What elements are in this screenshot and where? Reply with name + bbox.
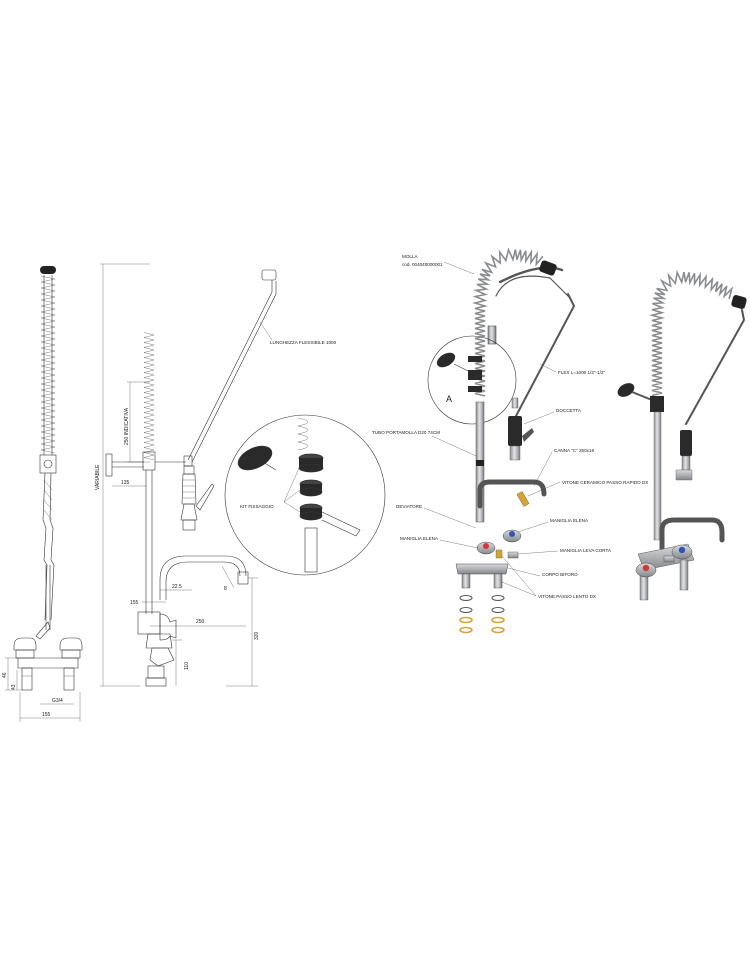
front-spout-tip (237, 571, 249, 585)
front-spring-cap (261, 269, 277, 281)
front-wall-bracket (105, 453, 113, 477)
front-dim-22-5: 22.5 (172, 584, 182, 590)
exploded-handle-cold (502, 529, 522, 543)
front-dim-155: 155 (130, 600, 139, 606)
exploded-view: MOLLA cod. 004040000001 FLEX L=1000 1/2"… (372, 247, 648, 634)
assembled-view (617, 269, 747, 601)
exploded-label-molla-code: cod. 004040000001 (402, 262, 443, 267)
side-spring (40, 275, 56, 454)
front-label-kit-fissaggio: KIT FISSAGGIO (240, 504, 274, 509)
front-dim-110: 110 (184, 662, 190, 670)
front-spray-gun (180, 465, 215, 531)
exploded-label-detail-a: A (446, 394, 452, 404)
exploded-spout (477, 479, 547, 509)
side-knob-right (59, 637, 83, 659)
front-mixer-body (137, 611, 177, 687)
side-coupling (39, 454, 57, 474)
assembled-handle-hot (635, 562, 657, 578)
side-view: 46 43 G3/4 155 (2, 266, 83, 722)
front-dim-320: 320 (254, 631, 260, 640)
exploded-spring-cap (539, 260, 557, 276)
side-dim-43: 43 (11, 684, 17, 690)
side-dim-155: 155 (42, 712, 51, 718)
exploded-spring (472, 247, 544, 397)
front-dim-250: 250 (196, 619, 205, 625)
exploded-label-molla: MOLLA (402, 254, 419, 259)
front-dim-250-indicativa: 250 INDICATIVA (124, 407, 130, 445)
exploded-label-tubo-portamolla: TUBO PORTAMOLLA D20 74CM (372, 430, 440, 435)
exploded-label-vitone-passo-lento: VITONE PASSO LENTO DX (538, 594, 596, 599)
side-top-cap (40, 266, 56, 274)
exploded-fittings (459, 595, 505, 634)
exploded-label-flex: FLEX L=1000 1/2"-1/2" (558, 370, 605, 375)
exploded-label-vitone-ceramico: VITONE CERAMICO PASSO RAPIDO DX (562, 480, 648, 485)
exploded-label-maniglia-elena-left: MANIGLIA ELENA (400, 536, 439, 541)
front-dim-135: 135 (121, 480, 130, 486)
exploded-detail-a: A (427, 335, 517, 425)
side-knob-left (13, 637, 37, 659)
exploded-label-doccetta: DOCCETTA (556, 408, 582, 413)
side-dim-g34: G3/4 (52, 698, 63, 704)
side-dim-46: 46 (2, 672, 8, 678)
exploded-label-deviatore: DEVIATORE (396, 504, 422, 509)
exploded-body (455, 563, 509, 589)
exploded-label-maniglia-leva-corta: MANIGLIA LEVA CORTA (560, 548, 612, 553)
exploded-label-corpo-biforo: CORPO BIFORO (542, 572, 578, 577)
exploded-label-canna-c: CANNA "C" 250x18 (554, 448, 594, 453)
exploded-spray-gun (508, 397, 534, 461)
front-dim-8: 8 (224, 586, 227, 592)
assembled-spring (648, 269, 734, 399)
front-view: VARIABILE LUNGHEZZA FLESSIBILE 1000 250 … (95, 263, 386, 687)
assembled-handle-cold (671, 544, 693, 560)
front-dim-variabile: VARIABILE (95, 464, 101, 490)
exploded-label-maniglia-elena-right: MANIGLIA ELENA (550, 518, 589, 523)
front-label-lunghezza: LUNGHEZZA FLESSIBILE 1000 (270, 340, 337, 345)
exploded-handle-hot (476, 541, 496, 555)
front-detail-kit-fissaggio: KIT FISSAGGIO (224, 414, 386, 576)
front-spring (143, 332, 155, 461)
